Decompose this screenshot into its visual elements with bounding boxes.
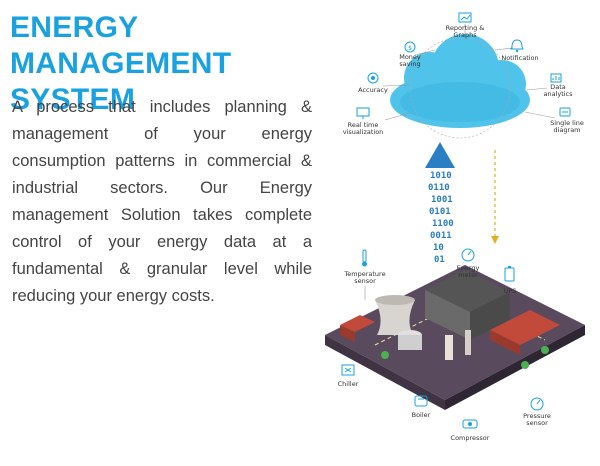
data-upload-arrow: 1010 0110 1001 0101 1100 0011 10 01 [425,142,455,265]
feature-label-2: saving [399,60,420,68]
feature-label: Data [550,83,566,91]
plant-compressor: Compressor [451,419,490,442]
battery-icon [504,266,515,282]
equipment-label: Boiler [412,411,431,419]
diagram-icon [559,107,571,117]
ems-illustration: Reporting & Graphs $ Money saving Notifi… [325,12,585,442]
feature-label-2: visualization [343,128,384,136]
equipment-label-2: meter [458,271,478,279]
equipment-label-2: sensor [526,419,548,427]
svg-text:01: 01 [434,255,445,265]
feature-label: Notification [501,54,538,62]
equipment-label-2: sensor [354,277,376,285]
feature-notification: Notification [501,39,539,62]
monitor-icon [356,107,370,119]
cloud [390,34,530,139]
plant-boiler: Boiler [412,395,431,419]
pressure-gauge-icon [530,397,544,411]
chiller-icon [341,364,355,376]
plant-pressure-sensor: Pressure sensor [523,397,551,427]
feature-label-2: analytics [543,90,573,98]
svg-text:$: $ [408,45,412,52]
chart-icon [458,12,472,23]
feature-label: Single line [550,119,584,127]
svg-text:1010: 1010 [430,171,452,181]
svg-text:0110: 0110 [428,183,450,193]
svg-text:1100: 1100 [432,219,454,229]
feature-label-2: Graphs [453,31,477,39]
plant-temperature-sensor: Temperature sensor [343,249,386,300]
equipment-label: UPS [504,287,517,295]
feature-label: Real time [348,121,379,129]
analytics-icon [550,73,562,83]
plant-chiller: Chiller [338,364,359,388]
svg-text:0101: 0101 [429,207,451,217]
thermometer-icon [362,249,367,267]
feature-label: Reporting & [446,24,485,32]
feature-label-2: diagram [553,126,580,134]
boiler-icon [414,395,428,407]
feature-label: Accuracy [358,86,388,94]
feature-money-saving: $ Money saving [399,41,421,68]
feature-reporting: Reporting & Graphs [446,12,485,39]
target-icon [367,72,379,84]
feature-accuracy: Accuracy [358,72,388,94]
feature-label: Money [399,53,421,61]
data-download-arrow [491,150,499,244]
equipment-label: Energy [457,264,480,272]
plant-energy-meter: Energy meter [457,248,480,279]
svg-text:0011: 0011 [430,231,452,241]
equipment-label: Chiller [338,380,359,388]
compressor-icon [462,419,478,429]
svg-text:10: 10 [433,243,444,253]
feature-single-line: Single line diagram [550,107,584,134]
equipment-label: Temperature [343,270,385,278]
svg-text:1001: 1001 [431,195,453,205]
bell-icon [510,39,524,53]
equipment-label: Compressor [451,434,490,442]
factory-plant [325,265,585,410]
page-title: ENERGY MANAGEMENT SYSTEM [10,11,232,116]
equipment-label: Pressure [523,412,551,420]
gauge-icon [461,248,475,262]
feature-real-time: Real time visualization [343,107,384,136]
description: A process that includes planning & manag… [12,98,312,305]
money-hand-icon: $ [404,41,416,53]
feature-connectors [382,24,556,121]
feature-data-analytics: Data analytics [543,73,573,98]
plant-ups: UPS [504,266,517,295]
